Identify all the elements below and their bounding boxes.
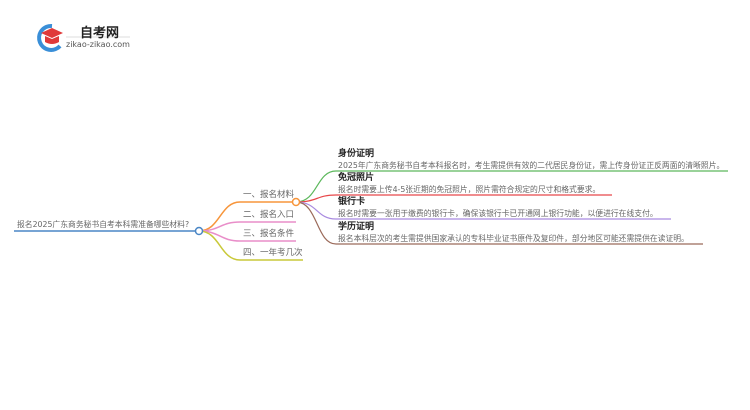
root-node-handle[interactable] bbox=[194, 226, 204, 236]
leaf-title[interactable]: 银行卡 bbox=[338, 197, 366, 207]
leaf-text: 报名本科层次的考生需提供国家承认的专科毕业证书原件及复印件，部分地区可能还需提供… bbox=[338, 234, 689, 243]
branch-1-node-handle[interactable] bbox=[291, 197, 301, 207]
leaf-text: 2025年广东商务秘书自考本科报名时，考生需提供有效的二代居民身份证，需上传身份… bbox=[338, 161, 725, 170]
branch-node[interactable]: 三、报名条件 bbox=[243, 229, 295, 239]
logo-icon bbox=[37, 23, 63, 52]
leaf-4-connector bbox=[295, 201, 703, 245]
leaf-text: 报名时需要上传4-5张近期的免冠照片，照片需符合规定的尺寸和格式要求。 bbox=[338, 185, 601, 194]
branch-4-connector bbox=[198, 230, 303, 261]
logo-title: 自考网 bbox=[80, 26, 120, 41]
leaf-title[interactable]: 免冠照片 bbox=[338, 173, 375, 183]
branch-node[interactable]: 四、一年考几次 bbox=[243, 248, 303, 258]
branch-node[interactable]: 二、报名入口 bbox=[243, 210, 295, 220]
root-node[interactable]: 报名2025广东商务秘书自考本科需准备哪些材料? bbox=[17, 220, 190, 229]
leaf-text: 报名时需要一张用于缴费的银行卡，确保该银行卡已开通网上银行功能，以便进行在线支付… bbox=[338, 209, 658, 218]
leaf-2-connector bbox=[295, 194, 612, 203]
branch-node[interactable]: 一、报名材料 bbox=[243, 190, 295, 200]
leaf-1-connector bbox=[295, 170, 728, 203]
logo-subtitle: zikao-zikao.com bbox=[66, 40, 130, 49]
leaf-title[interactable]: 身份证明 bbox=[338, 149, 375, 159]
leaf-title[interactable]: 学历证明 bbox=[338, 222, 375, 232]
